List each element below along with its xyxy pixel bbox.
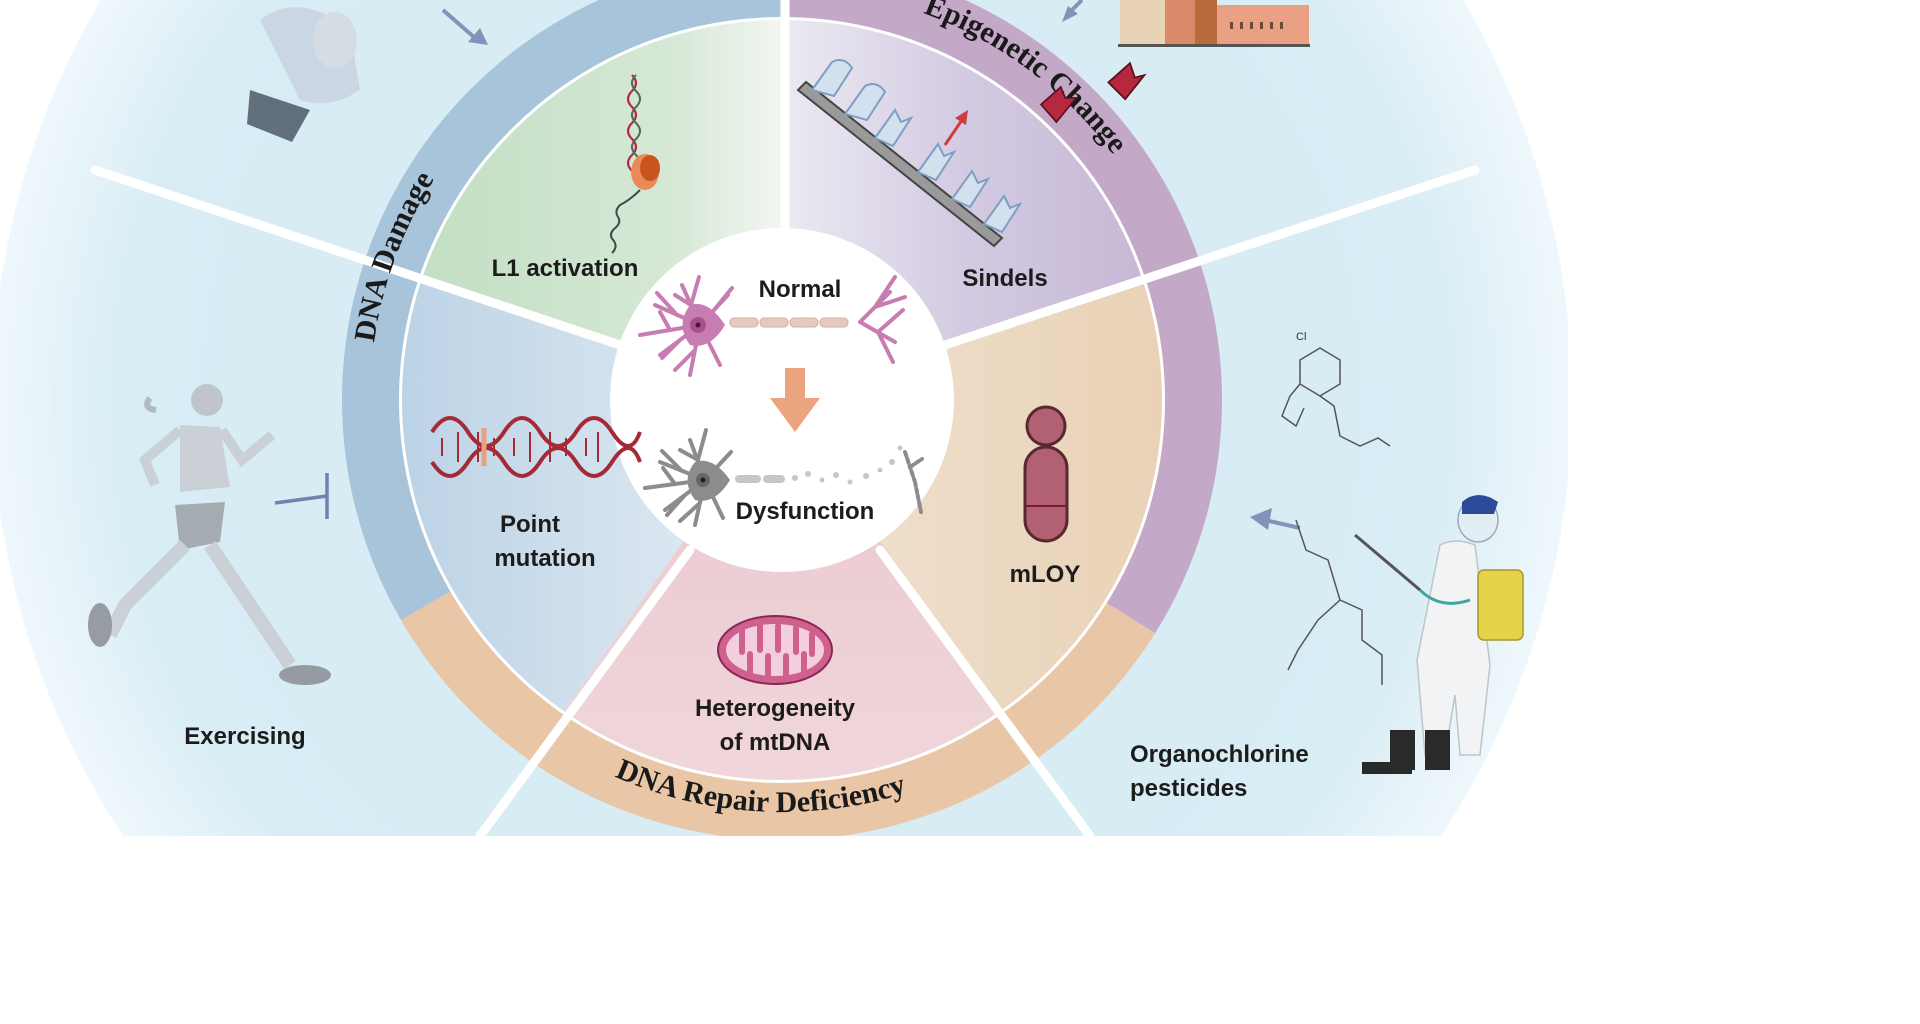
arrow-icon [1250, 508, 1301, 530]
arrow-icon [1062, 0, 1084, 22]
band-epigenetic-change [782, 0, 1222, 634]
dna-helix-icon [430, 416, 642, 478]
segment-label-l1: L1 activation [491, 255, 639, 282]
divider-lines [90, 0, 1480, 841]
chromosome-icon [1023, 405, 1069, 543]
band-dna-repair-deficiency [400, 590, 1156, 841]
dysfunction-neuron-icon [643, 428, 924, 527]
person-pain-icon [247, 7, 360, 142]
segment-label-mtdna-line1: Heterogeneity [694, 695, 856, 722]
segment-label-point-line1: Point [500, 511, 560, 538]
down-arrow-icon [770, 368, 820, 432]
center-label-dysfunction: Dysfunction [735, 498, 875, 525]
inhibition-icon [274, 473, 329, 519]
center-label-normal: Normal [758, 276, 842, 303]
divider-line [90, 165, 625, 350]
svg-text:Cl: Cl [1296, 331, 1306, 343]
arrow-icon [441, 8, 488, 45]
normal-neuron-icon [638, 275, 907, 377]
segment-label-sindels: Sindels [962, 265, 1048, 292]
diagram-canvas: DNA Damage Epigenetic Change DNA Repair … [0, 0, 1572, 1024]
pesticide-sprayer-icon [1354, 495, 1524, 774]
mitochondria-icon [717, 615, 833, 685]
segment-label-point-mutation: Point mutation [460, 508, 630, 576]
segment-label-mtdna-line2: of mtDNA [719, 729, 831, 756]
band-dna-damage [342, 0, 782, 620]
outer-label-pesticides-line1: Organochlorine [1130, 741, 1309, 768]
outer-label-exercising: Exercising [184, 723, 306, 750]
chromatin-histone-icon [796, 59, 1147, 248]
outer-label-pesticides-line2: pesticides [1130, 775, 1248, 802]
runner-icon [88, 384, 331, 685]
hallmarks-wheel: DNA Damage Epigenetic Change DNA Repair … [0, 0, 1572, 1024]
chemical-structure-icon: Cl [1281, 331, 1391, 685]
l1-retrotransposon-icon [610, 74, 660, 254]
segment-label-mtdna: Heterogeneity of mtDNA [660, 692, 890, 760]
outer-bands [342, 0, 1222, 841]
factory-icon [1118, 0, 1310, 47]
segment-mtdna-heterogeneity [564, 400, 1000, 781]
divider-line [475, 545, 695, 841]
divider-line [875, 545, 1095, 841]
segment-label-point-line2: mutation [494, 545, 596, 572]
divider-line [940, 165, 1480, 350]
outer-label-pesticides: Organochlorine pesticides [1130, 738, 1350, 806]
segment-label-mloy: mLOY [1009, 561, 1081, 588]
